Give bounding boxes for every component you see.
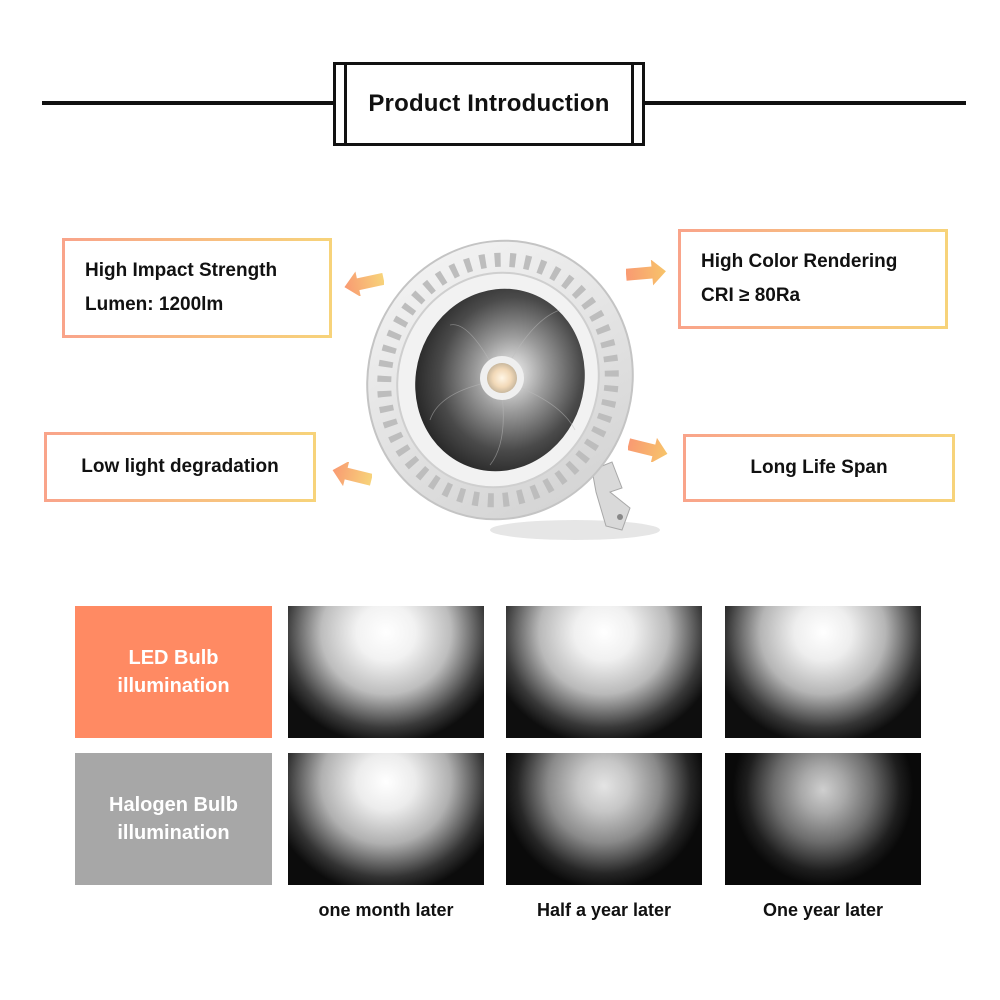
header-rule-right <box>644 101 966 105</box>
feature-impact-lumen: Lumen: 1200lm <box>85 294 224 315</box>
arrow-left-icon <box>332 462 372 487</box>
led-bulb-label-line2: illumination <box>117 675 230 697</box>
led-bulb-label-line1: LED Bulb <box>128 647 219 669</box>
header-rule-left <box>42 101 336 105</box>
halogen-illumination-photo <box>506 753 702 885</box>
halogen-illumination-photo <box>725 753 921 885</box>
halogen-bulb-label-line1: Halogen Bulb <box>109 794 238 816</box>
caption-one-year: One year later <box>762 900 884 920</box>
caption-half-year: Half a year later <box>536 900 672 920</box>
led-lamp-image <box>366 239 660 540</box>
arrow-right-icon <box>628 437 668 462</box>
led-illumination-photo <box>506 606 702 738</box>
arrow-right-icon <box>626 260 666 286</box>
halogen-bulb-label-line2: illumination <box>117 822 230 844</box>
led-illumination-photo <box>288 606 484 738</box>
halogen-illumination-photo <box>288 753 484 885</box>
halogen-bulb-label: Halogen Bulb illumination <box>75 753 272 885</box>
arrow-left-icon <box>344 271 384 296</box>
page-title: Product Introduction <box>368 90 610 117</box>
feature-degradation-box: Low light degradation <box>44 432 316 502</box>
caption-one-month: one month later <box>318 900 454 920</box>
header-frame-inner: Product Introduction <box>344 62 634 146</box>
feature-life-box: Long Life Span <box>683 434 955 502</box>
feature-color-title: High Color Rendering <box>701 251 898 272</box>
feature-color-cri: CRI ≥ 80Ra <box>701 285 801 306</box>
led-bulb-label: LED Bulb illumination <box>75 606 272 738</box>
feature-degradation-title: Low light degradation <box>81 456 279 477</box>
feature-impact-box: High Impact Strength Lumen: 1200lm <box>62 238 332 338</box>
feature-life-title: Long Life Span <box>750 457 888 478</box>
feature-impact-title: High Impact Strength <box>85 260 278 281</box>
header-frame: Product Introduction <box>333 62 645 146</box>
feature-color-box: High Color Rendering CRI ≥ 80Ra <box>678 229 948 329</box>
led-illumination-photo <box>725 606 921 738</box>
